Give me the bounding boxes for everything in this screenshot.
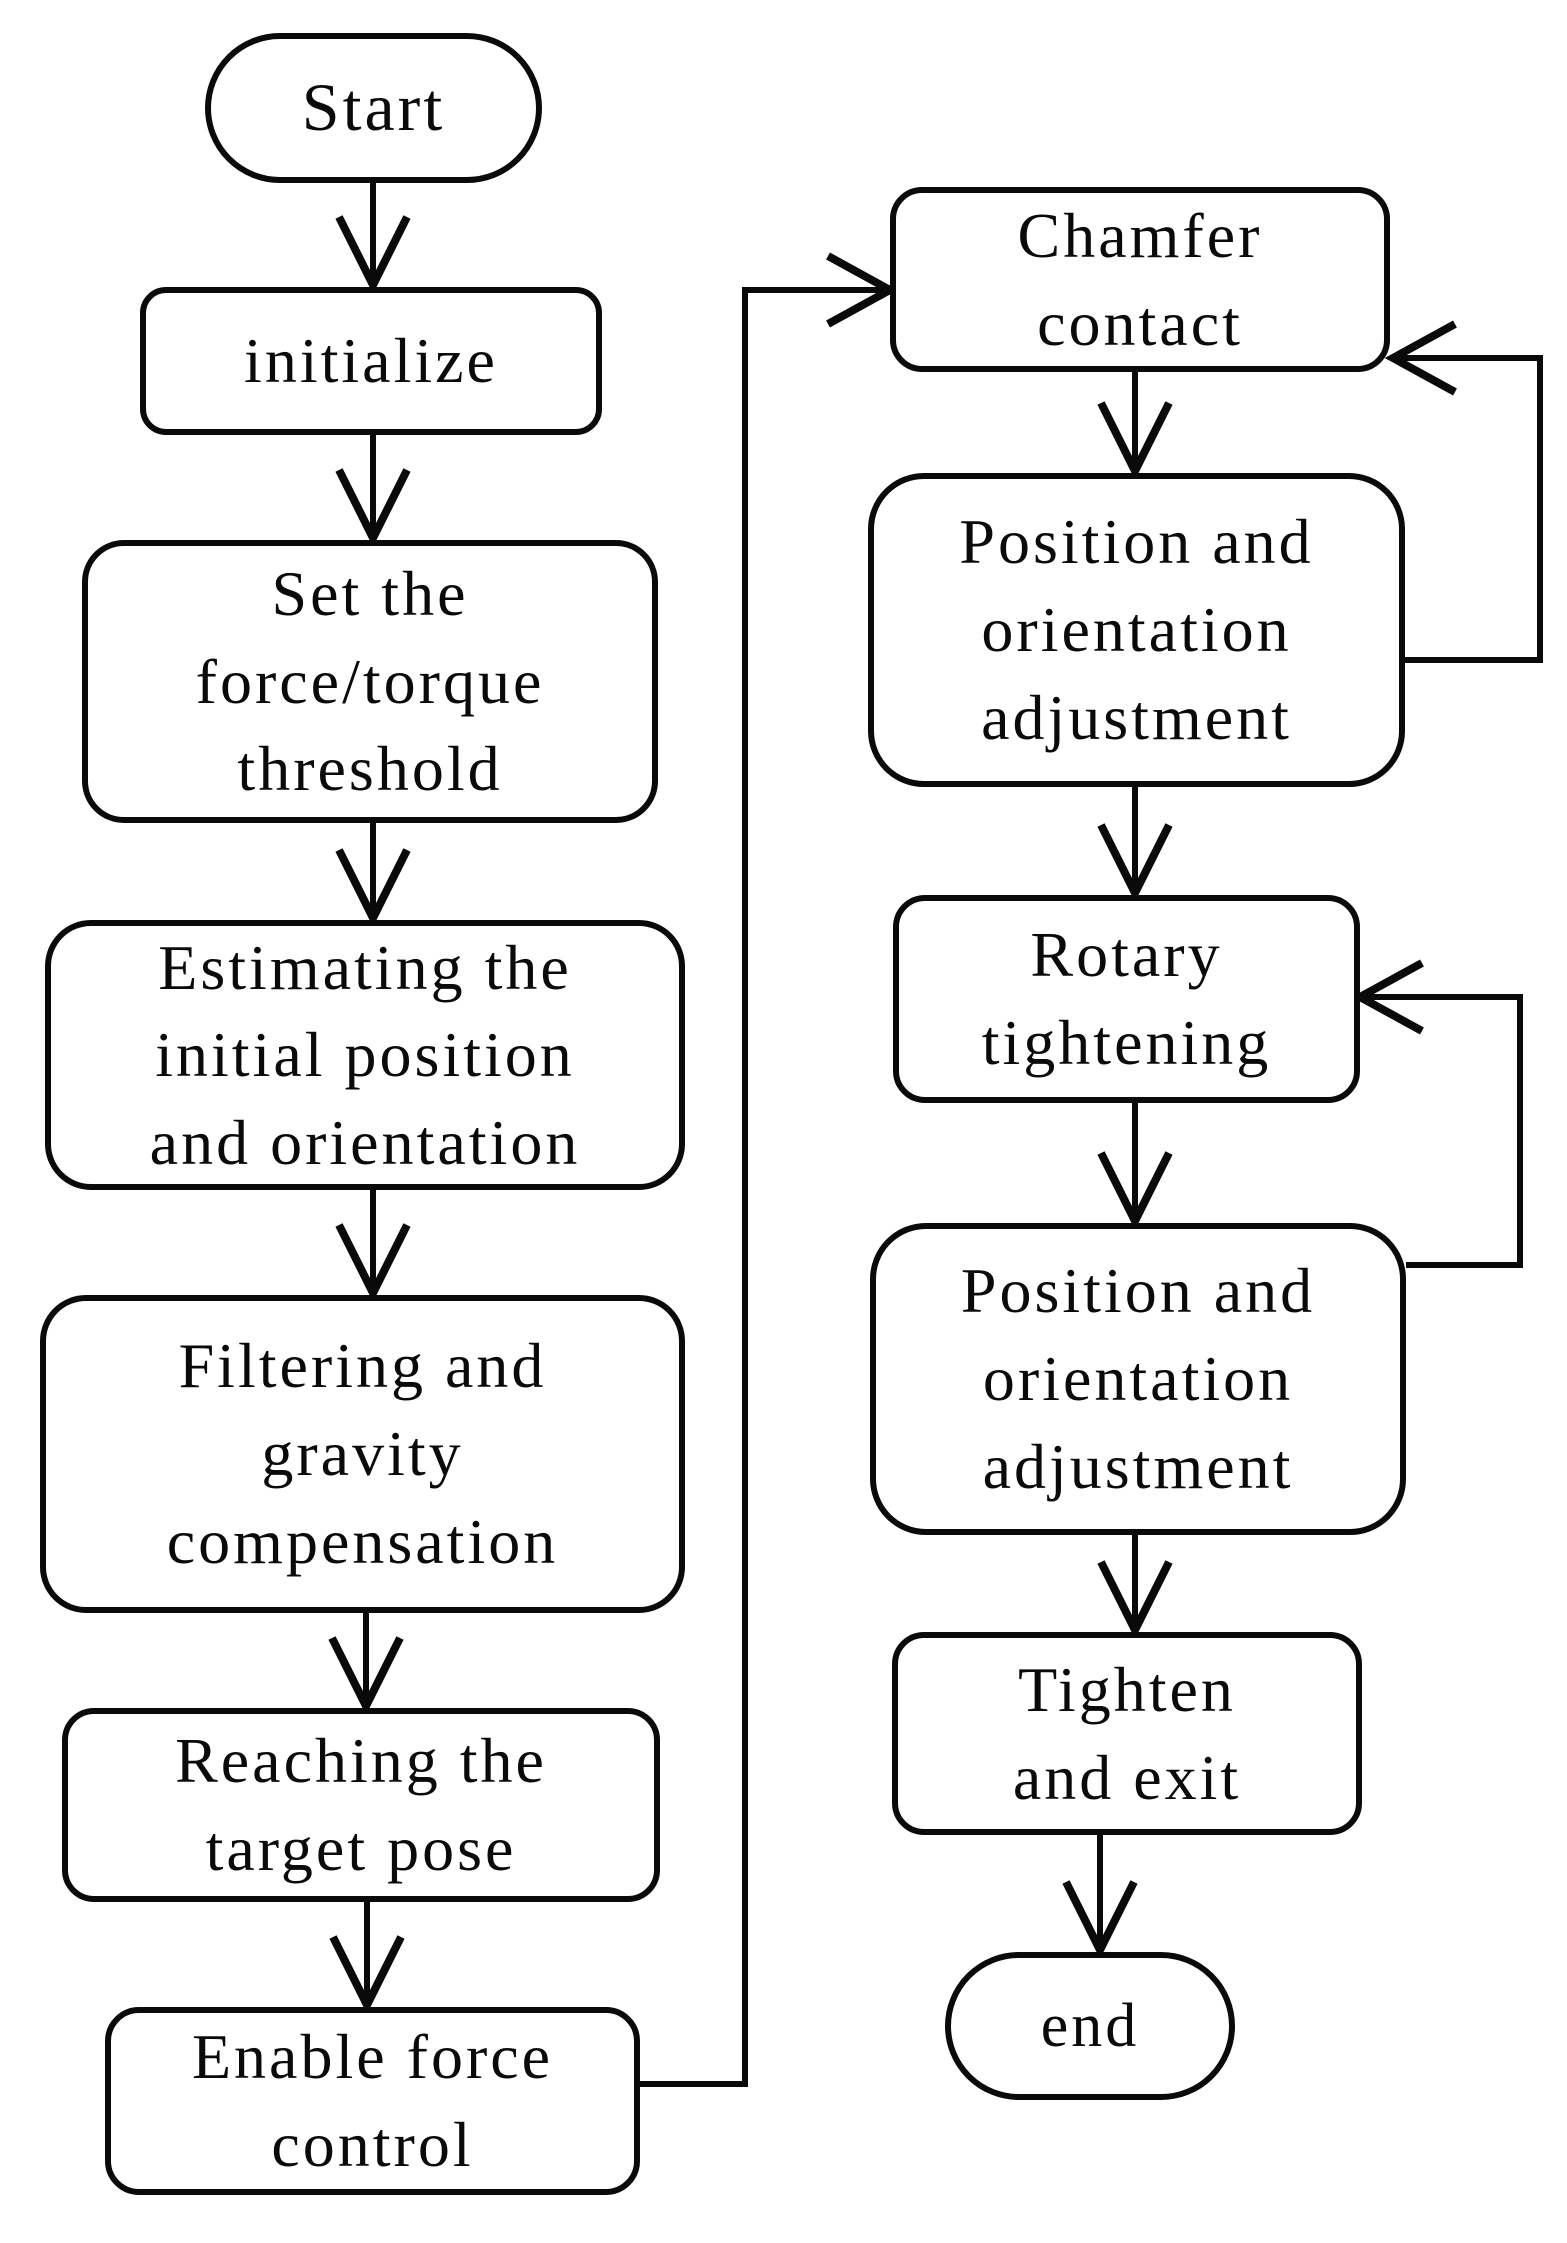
- node-chamfer-contact: Chamfer contact: [890, 187, 1390, 372]
- node-reach-target: Reaching the target pose: [62, 1708, 660, 1902]
- node-pose-adjust-2-label: Position and orientation adjustment: [960, 1255, 1316, 1502]
- edge-start-initialize: [335, 183, 411, 294]
- node-pose-adjust-1-label: Position and orientation adjustment: [959, 506, 1314, 753]
- edge-set-threshold-estimate-pose: [335, 823, 411, 927]
- node-estimate-pose: Estimating the initial position and orie…: [45, 920, 685, 1190]
- edge-chamfer-contact-pose-adjust-1: [1097, 372, 1173, 480]
- node-pose-adjust-2: Position and orientation adjustment: [870, 1223, 1406, 1535]
- node-pose-adjust-1: Position and orientation adjustment: [868, 473, 1405, 787]
- node-tighten-exit-label: Tighten and exit: [1012, 1653, 1242, 1813]
- edge-pose-adjust-1-chamfer-contact-loop: [1384, 320, 1543, 663]
- node-set-threshold: Set the force/torque threshold: [82, 540, 658, 823]
- node-start: Start: [205, 33, 542, 183]
- node-filter-gravity-label: Filtering and gravity compensation: [166, 1330, 559, 1577]
- node-estimate-pose-label: Estimating the initial position and orie…: [149, 931, 581, 1178]
- edge-enable-force-chamfer-contact: [640, 252, 899, 2087]
- edge-initialize-set-threshold: [335, 435, 411, 547]
- edge-estimate-pose-filter-gravity: [335, 1190, 411, 1302]
- node-tighten-exit: Tighten and exit: [892, 1632, 1362, 1835]
- node-reach-target-label: Reaching the target pose: [175, 1725, 547, 1884]
- edge-pose-adjust-1-rotary-tightening: [1097, 787, 1173, 902]
- node-filter-gravity: Filtering and gravity compensation: [40, 1295, 685, 1613]
- edge-pose-adjust-2-tighten-exit: [1097, 1535, 1173, 1639]
- node-start-label: Start: [301, 69, 446, 146]
- edge-filter-gravity-reach-target: [328, 1613, 404, 1715]
- edge-rotary-tightening-pose-adjust-2: [1097, 1103, 1173, 1230]
- node-end-label: end: [1040, 1991, 1140, 2060]
- node-chamfer-contact-label: Chamfer contact: [1017, 199, 1263, 359]
- node-set-threshold-label: Set the force/torque threshold: [195, 557, 545, 805]
- edge-pose-adjust-2-rotary-tightening-loop: [1351, 959, 1523, 1268]
- node-initialize: initialize: [140, 287, 602, 435]
- edge-reach-target-enable-force: [329, 1902, 405, 2014]
- node-enable-force-label: Enable force control: [191, 2021, 554, 2180]
- edge-tighten-exit-end: [1062, 1835, 1138, 1959]
- node-initialize-label: initialize: [244, 325, 498, 397]
- node-enable-force: Enable force control: [105, 2007, 640, 2195]
- node-end: end: [945, 1952, 1235, 2100]
- node-rotary-tightening-label: Rotary tightening: [981, 919, 1272, 1078]
- node-rotary-tightening: Rotary tightening: [893, 895, 1360, 1103]
